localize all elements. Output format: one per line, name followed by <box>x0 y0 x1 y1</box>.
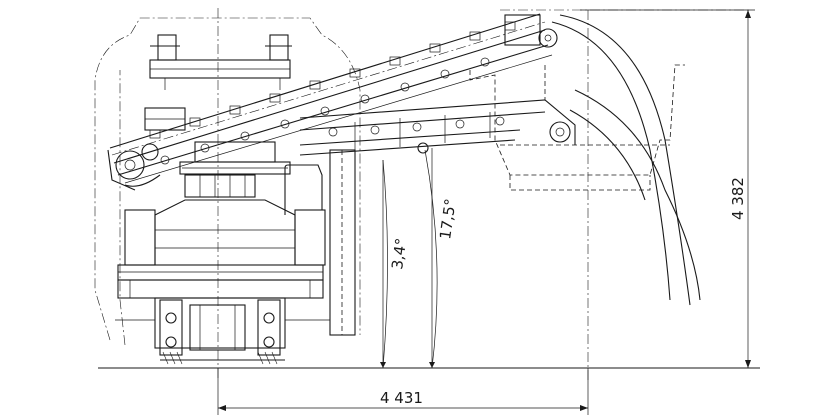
track-hatching <box>162 351 278 365</box>
angle-lower-label: 3,4° <box>388 237 410 271</box>
tunnel-profile <box>94 8 752 380</box>
angle-construction <box>380 148 438 369</box>
chassis-body <box>117 149 356 336</box>
target-wagon <box>469 64 685 191</box>
length-dimension <box>217 368 589 415</box>
height-dimension <box>580 9 755 368</box>
angle-upper-label: 17,5° <box>436 198 460 241</box>
crawler-undercarriage <box>115 297 330 365</box>
lower-conveyor-boom <box>299 99 576 156</box>
upper-boom-rollers <box>149 21 516 165</box>
top-carriage <box>149 34 292 90</box>
turret <box>179 141 291 198</box>
height-dimension-label: 4 382 <box>729 177 747 220</box>
tail-mechanism <box>107 107 186 191</box>
length-dimension-label: 4 431 <box>380 389 423 407</box>
upper-boom-head <box>504 14 558 48</box>
discharge-chute <box>551 14 701 306</box>
upper-conveyor-boom <box>109 13 558 184</box>
